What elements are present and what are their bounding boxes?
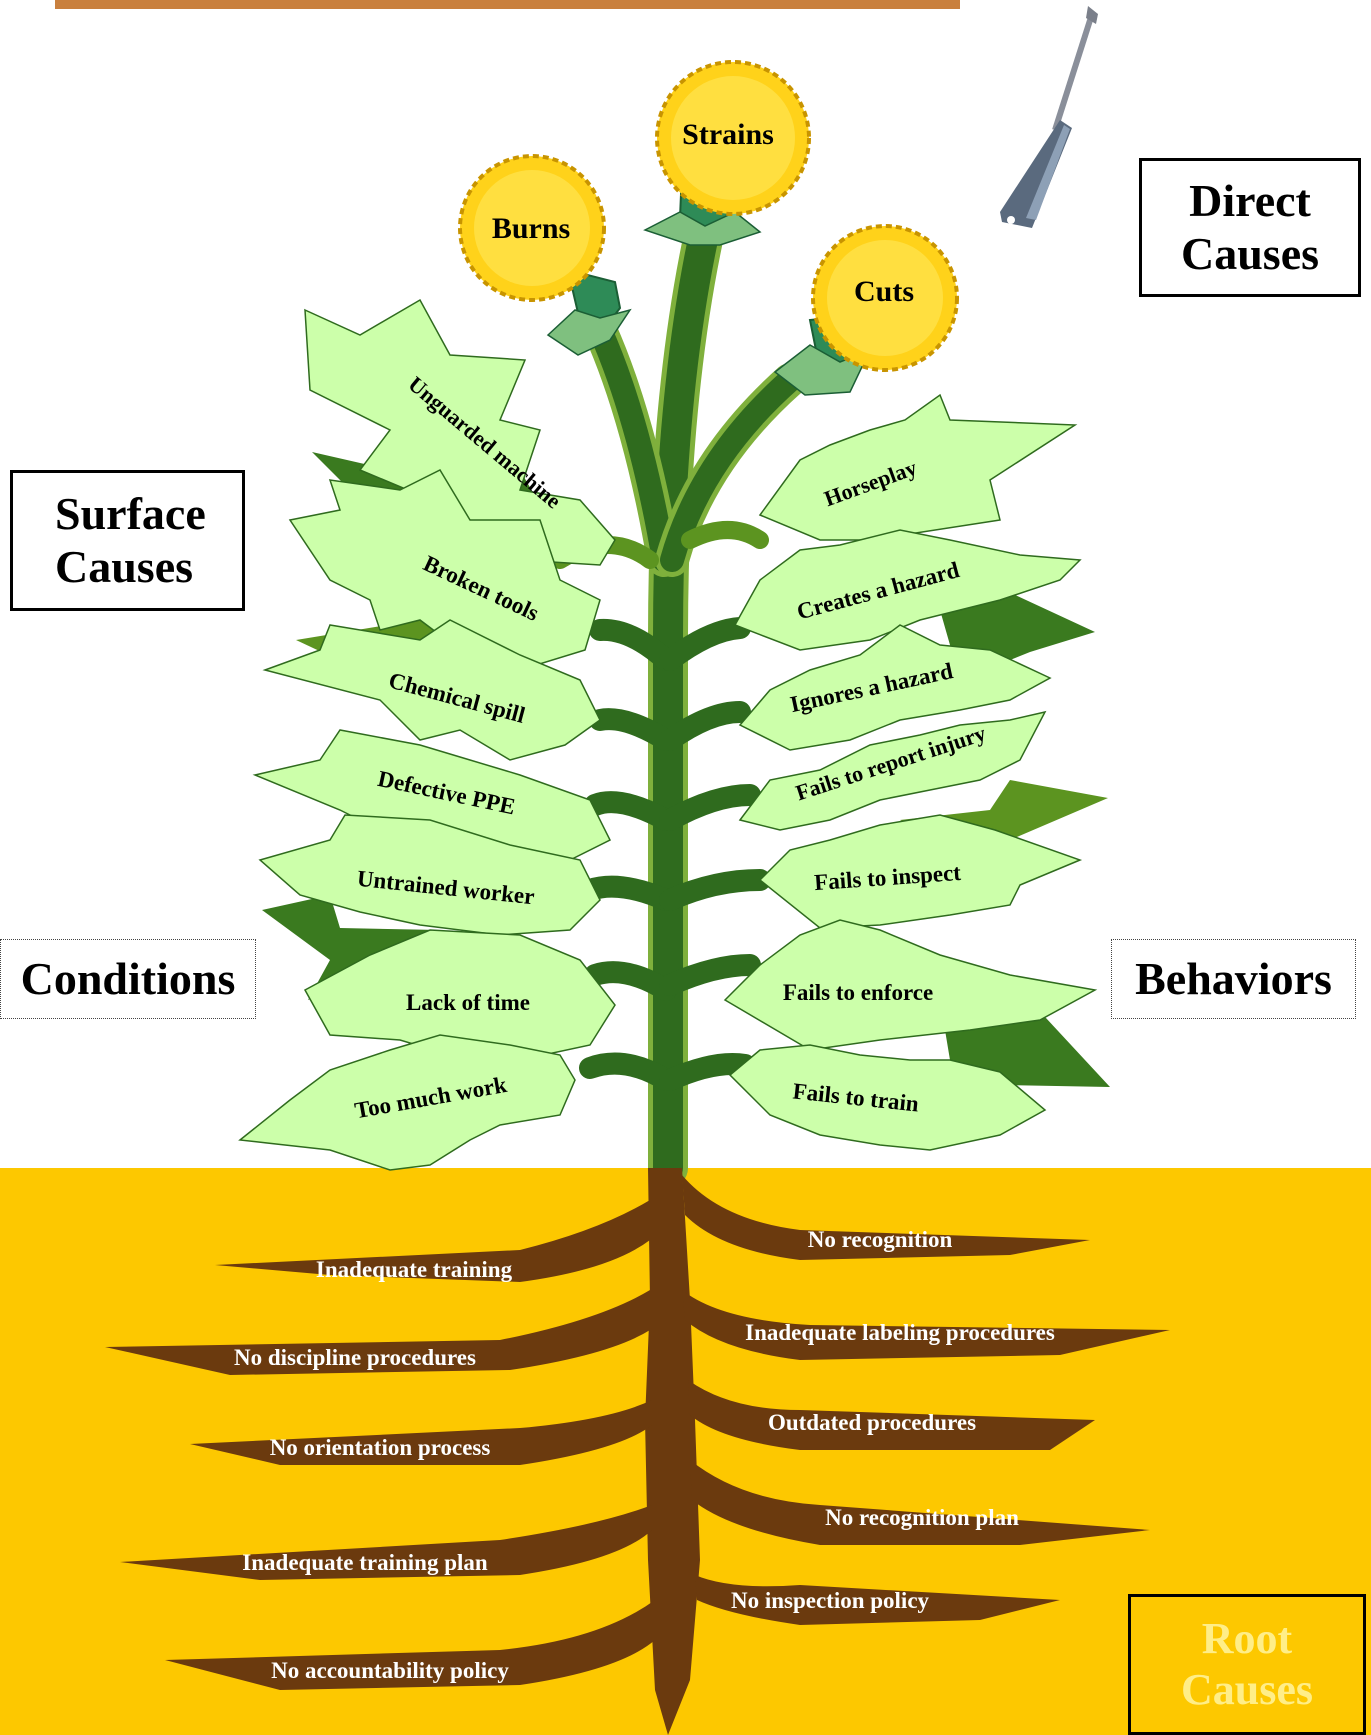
right-leaf-3 [738, 624, 1052, 751]
flower-label-burns: Burns [492, 212, 570, 245]
right-root-5 [695, 1575, 1060, 1625]
right-leaf-5 [758, 814, 1083, 929]
left-root-label: No orientation process [270, 1435, 491, 1460]
left-root-5 [165, 1600, 655, 1690]
right-leaf-6 [723, 919, 1098, 1051]
right-root-3 [688, 1380, 1095, 1450]
right-leaf-2 [733, 529, 1082, 651]
screwdriver-icon [1000, 6, 1098, 228]
left-root-label: No accountability policy [271, 1658, 509, 1683]
left-leaf-3 [262, 619, 601, 761]
left-leaf-label: Lack of time [406, 990, 530, 1015]
behaviors-label: Behaviors [1111, 939, 1356, 1019]
flower-label-cuts: Cuts [854, 275, 914, 308]
title-bar [55, 0, 960, 9]
direct-causes-label: Direct Causes [1139, 158, 1361, 297]
left-root-label: No discipline procedures [234, 1345, 476, 1370]
surface-causes-label: Surface Causes [10, 470, 245, 611]
flower-label-strains: Strains [682, 118, 774, 151]
left-leaf-2 [288, 469, 601, 671]
left-leaf-1 [304, 298, 616, 566]
right-root-label: Outdated procedures [768, 1410, 976, 1435]
right-root-label: No recognition [808, 1227, 953, 1252]
right-root-2 [682, 1290, 1170, 1360]
right-leaf-7 [728, 1044, 1047, 1151]
right-root-4 [690, 1460, 1150, 1545]
root-causes-label: Root Causes [1128, 1594, 1366, 1735]
left-root-label: Inadequate training [316, 1257, 513, 1282]
right-leaf-1 [758, 393, 1078, 541]
right-root-label: Inadequate labeling procedures [745, 1320, 1055, 1345]
left-root-label: Inadequate training plan [242, 1550, 488, 1575]
conditions-label: Conditions [0, 939, 256, 1019]
right-root-label: No inspection policy [731, 1588, 930, 1613]
right-root-1 [682, 1175, 1090, 1260]
left-root-2 [105, 1290, 650, 1375]
left-root-1 [215, 1200, 650, 1282]
left-leaf-6 [303, 929, 616, 1061]
left-leaf-5 [258, 814, 601, 936]
left-root-4 [120, 1505, 652, 1580]
flower-strains [643, 60, 811, 246]
flower-burns [458, 154, 632, 356]
right-leaf-4 [738, 710, 1047, 831]
left-root-3 [190, 1400, 652, 1465]
plant-stem [551, 210, 807, 1188]
flower-cuts [773, 224, 959, 396]
right-leaf-label: Fails to enforce [783, 980, 933, 1005]
right-root-label: No recognition plan [825, 1505, 1019, 1530]
left-leaf-7 [238, 1034, 576, 1171]
